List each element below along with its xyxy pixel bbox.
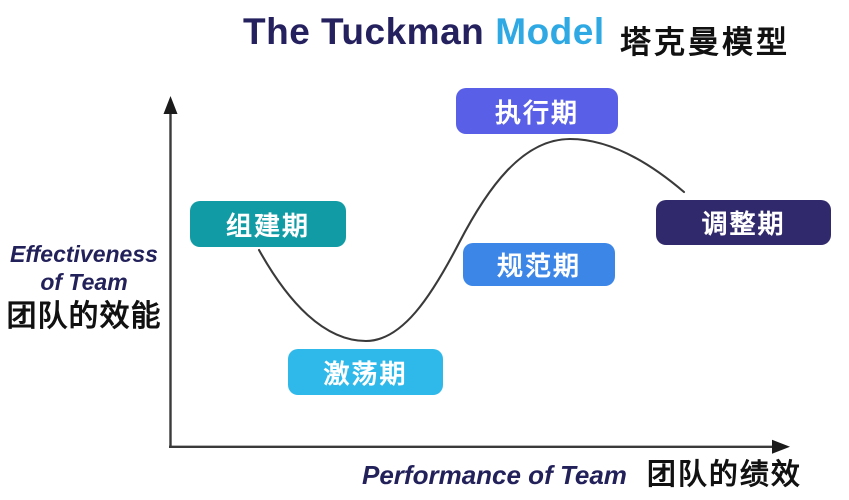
stage-label-adjourning: 调整期 [701, 209, 786, 239]
stage-badge-forming: 组建期 [190, 201, 346, 247]
x-axis-label-zh: 团队的绩效 [646, 459, 802, 491]
y-axis-label: Effectiveness of Team 团队的效能 [0, 241, 168, 335]
y-axis-arrow-icon [163, 96, 178, 114]
stage-label-storming: 激荡期 [323, 358, 408, 389]
performance-curve [257, 137, 686, 343]
y-axis-label-en-line2: of Team [40, 268, 128, 295]
stage-label-forming: 组建期 [225, 210, 310, 241]
stage-label-norming: 规范期 [496, 251, 581, 281]
stage-badge-storming: 激荡期 [288, 349, 443, 395]
title-main: The Tuckman [243, 11, 485, 52]
title-accent: Model [495, 11, 605, 52]
stage-badge-performing: 执行期 [456, 88, 618, 134]
stage-badge-norming: 规范期 [463, 243, 615, 286]
y-axis-label-en-line1: Effectiveness [10, 241, 158, 267]
x-axis-label-en: Performance of Team [362, 460, 627, 490]
x-axis-arrow-icon [772, 439, 790, 454]
stage-label-performing: 执行期 [494, 97, 579, 128]
page-title: The Tuckman Model [243, 11, 605, 53]
page-title-chinese: 塔克曼模型 [620, 25, 790, 60]
y-axis-label-zh: 团队的效能 [6, 300, 162, 334]
x-axis-label: Performance of Team 团队的绩效 [362, 451, 802, 493]
stage-badge-adjourning: 调整期 [656, 200, 831, 245]
